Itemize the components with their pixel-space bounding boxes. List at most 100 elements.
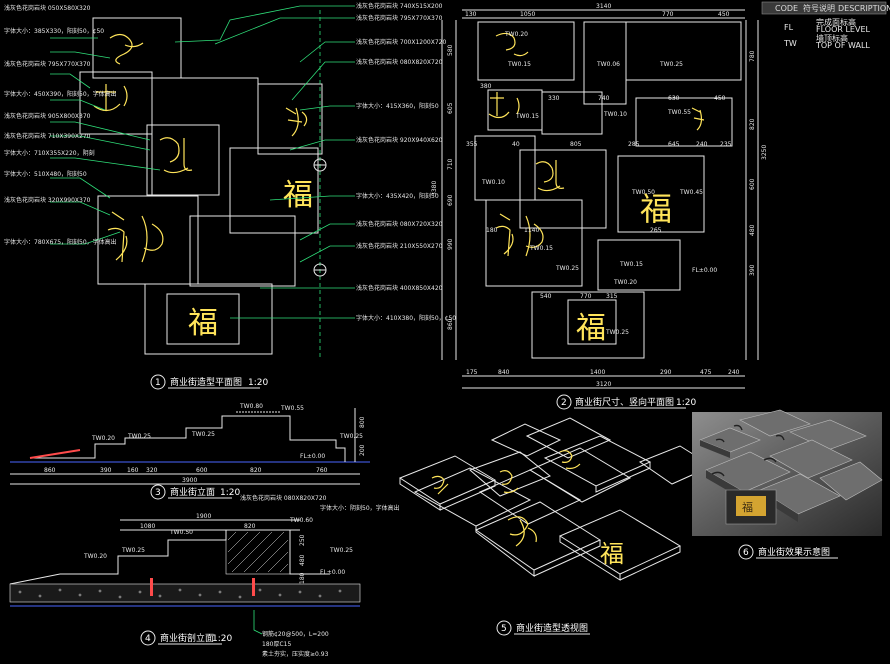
render-photo-6: 福 — [692, 409, 883, 536]
plan2-dim-right-1: 820 — [749, 118, 756, 130]
plan2-fu-char-2: 福 — [576, 311, 606, 346]
title-5-num: 5 — [501, 624, 507, 634]
photo-fu-char: 福 — [742, 500, 753, 514]
plan2-overall-width: 3140 — [596, 3, 611, 10]
sect4-rebar-1: 钢筋¢20@500，L=200 — [262, 630, 329, 638]
elev3-dim-5: 820 — [250, 467, 262, 474]
plan2-inner-dim-19: 770 — [580, 293, 592, 300]
plan1-right-spec-2: 浅灰色花岗岩块 700X1200X720 — [356, 38, 446, 46]
plan2-level-14: FL±0.00 — [692, 267, 717, 274]
plan1-left-note-4: 字体大小：780X675，阳刻50，字体高出 — [4, 238, 117, 246]
plan2-inner-dim-14: 240 — [696, 141, 708, 148]
title-1: 1 商业街造型平面图 1:20 — [150, 374, 268, 390]
title-4-scale: 1:20 — [212, 634, 232, 644]
plan2-level-2: TW0.06 — [596, 61, 620, 68]
plan2-inner-dim-15: 235 — [720, 141, 732, 148]
elevation-3: TW0.80 TW0.55 TW0.20 TW0.25 TW0.25 TW0.2… — [10, 403, 370, 485]
section-4: 浅灰色花岗岩块 080X820X720 字体大小：阴刻50，字体高出 1900 … — [9, 494, 400, 658]
elev3-dim-0: 860 — [44, 467, 56, 474]
sect4-level-0: TW0.60 — [289, 517, 313, 524]
elev3-total: 3900 — [182, 477, 197, 484]
elev3-level-5: TW0.25 — [339, 433, 363, 440]
plan1-left-note-1: 字体大小：450X390，阳刻50，字体高出 — [4, 90, 117, 98]
plan2-inner-dim-11: 805 — [570, 141, 582, 148]
plan1-right-note-6: 字体大小：435X420，阳刻50 — [356, 192, 439, 200]
legend-code-tw: TW — [783, 39, 797, 48]
plan2-overall-height-2: 3250 — [761, 145, 768, 160]
legend-header-code-cn: 符号说明 — [803, 3, 835, 13]
elev3-level-1: TW0.55 — [280, 405, 304, 412]
legend-en-tw: TOP OF WALL — [815, 41, 870, 50]
title-5: 5 商业街造型透视图 — [496, 620, 590, 636]
elev3-level-3: TW0.25 — [127, 433, 151, 440]
sect4-level-5: TW0.25 — [329, 547, 353, 554]
sect4-height-0: 180 — [299, 572, 306, 584]
plan2-inner-dim-9: 355 — [466, 141, 478, 148]
plan2-level-5: TW0.10 — [603, 111, 627, 118]
title-6-text: 商业街效果示意图 — [758, 546, 830, 558]
sect4-height-2: 250 — [299, 534, 306, 546]
plan2-dim-right-4: 390 — [749, 264, 756, 276]
title-2-text: 商业街尺寸、竖向平面图 — [575, 396, 674, 408]
elev3-level-6: FL±0.00 — [300, 453, 325, 460]
calligraphy-stroke-3 — [159, 137, 193, 174]
calligraphy-stroke-2 — [93, 84, 128, 112]
plan2-level-3: TW0.25 — [659, 61, 683, 68]
title-6: 6 商业街效果示意图 — [738, 544, 838, 560]
plan2-level-7: TW0.10 — [481, 179, 505, 186]
perspective-5: 福 — [398, 417, 714, 581]
title-3-text: 商业街立面 — [170, 486, 215, 498]
plan2-dim-bottom-3: 290 — [660, 369, 672, 376]
plan2-level-13: TW0.20 — [613, 279, 637, 286]
plan2-dim-bottom-1: 840 — [498, 369, 510, 376]
plan2-inner-dim-12: 285 — [628, 141, 640, 148]
plan2-dim-bottom-2: 1400 — [590, 369, 605, 376]
plan1-right-note-4: 字体大小：415X360，阳刻50 — [356, 102, 439, 110]
plan2-inner-dim-2: 740 — [598, 95, 610, 102]
title-1-num: 1 — [155, 378, 161, 388]
title-1-scale: 1:20 — [248, 378, 268, 388]
title-6-num: 6 — [743, 548, 749, 558]
legend-en-fl: FLOOR LEVEL — [816, 25, 871, 34]
elev3-dim-1: 390 — [100, 467, 112, 474]
plan1-right-spec-9: 浅灰色花岗岩块 400X850X420 — [356, 284, 443, 292]
plan2-inner-dim-1: 330 — [548, 95, 560, 102]
plan1-left-spec-3: 浅灰色花岗岩块 710X390X270 — [4, 132, 91, 140]
plan2-inner-dim-13: 645 — [668, 141, 680, 148]
sect4-spec-note: 字体大小：阴刻50，字体高出 — [320, 504, 400, 512]
plan2-level-12: TW0.15 — [619, 261, 643, 268]
plan2-level-1: TW0.15 — [507, 61, 531, 68]
sect4-rebar-2: 180厚C15 — [262, 641, 291, 648]
title-3-num: 3 — [155, 488, 161, 498]
plan2-dim-top-3: 450 — [718, 11, 730, 18]
plan2-level-8: TW0.50 — [631, 189, 655, 196]
calligraphy-stroke-5 — [107, 211, 164, 263]
plan1-right-spec-5: 浅灰色花岗岩块 920X940X620 — [356, 136, 443, 144]
plan1-right-note-10: 字体大小：410X380，阳刻50，¢50 — [356, 314, 456, 322]
plan2-dim-bottom-5: 240 — [728, 369, 740, 376]
elev3-dim-2: 160 — [127, 467, 139, 474]
plan1-left-note-3: 字体大小：510X480，阳刻50 — [4, 170, 87, 178]
plan1-left-spec-4: 浅灰色花岗岩块 320X990X370 — [4, 196, 91, 204]
plan2-level-15: TW0.25 — [605, 329, 629, 336]
plan2-dim-right-0: 780 — [749, 50, 756, 62]
plan2-dim-left-2: 710 — [447, 158, 454, 170]
plan2-inner-dim-8: 450 — [714, 95, 726, 102]
plan1-left-note-2: 字体大小：710X355X220，阴刻 — [4, 149, 95, 157]
sect4-level-4: FL±0.00 — [320, 569, 345, 576]
plan2-inner-dim-18: 265 — [650, 227, 662, 234]
title-5-text: 商业街造型透视图 — [516, 622, 588, 634]
legend-header-desc: DESCRIPTION — [838, 4, 890, 13]
plan1-left-note-0: 字体大小：385X330，阳刻50，¢50 — [4, 27, 104, 35]
plan-2-dimensioned: 福 福 3140 3120 3380 3250 130 1050 770 450… — [431, 3, 768, 389]
title-2: 2 商业街尺寸、竖向平面图 1:20 — [556, 394, 696, 410]
persp-fu-char: 福 — [600, 540, 624, 568]
plan2-inner-dim-7: 630 — [668, 95, 680, 102]
plan2-inner-dim-0: 380 — [480, 83, 492, 90]
sect4-level-1: TW0.50 — [169, 529, 193, 536]
plan1-left-spec-1: 浅灰色花岗岩块 795X770X370 — [4, 60, 91, 68]
plan2-level-9: TW0.45 — [679, 189, 703, 196]
title-4-text: 商业街剖立面 — [160, 632, 214, 644]
plan1-left-spec-2: 浅灰色花岗岩块 905X800X370 — [4, 112, 91, 120]
